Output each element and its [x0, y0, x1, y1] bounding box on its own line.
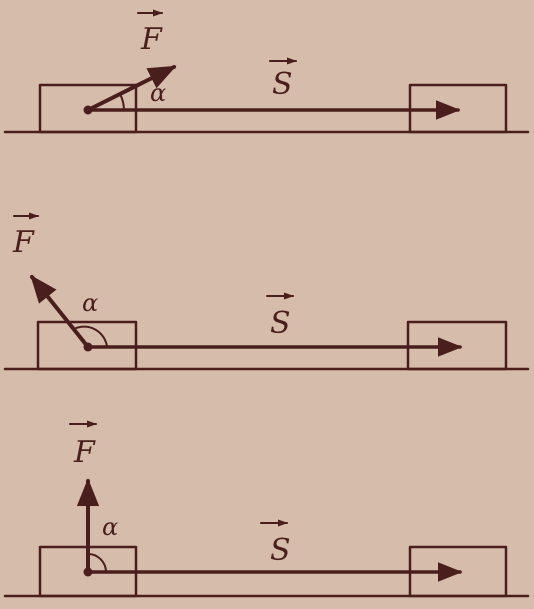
angle-arc	[119, 93, 125, 111]
displacement-label: S	[260, 519, 291, 568]
force-label: F	[12, 212, 39, 260]
displacement-letter: S	[270, 533, 291, 568]
angle-label: α	[82, 289, 98, 317]
angle-label: α	[150, 79, 166, 107]
panel-right-angle: F α S	[3, 420, 530, 598]
angle-arc	[73, 325, 108, 348]
force-label: F	[137, 9, 163, 57]
displacement-label: S	[266, 292, 294, 341]
application-point	[83, 567, 93, 577]
application-point	[83, 342, 93, 352]
force-letter: F	[73, 435, 96, 470]
displacement-label: S	[269, 57, 297, 102]
force-letter: F	[12, 225, 35, 260]
angle-label: α	[102, 513, 118, 541]
force-label: F	[69, 420, 97, 470]
angle-arc	[87, 553, 107, 573]
displacement-letter: S	[270, 306, 291, 341]
panel-acute-angle: F α S	[3, 9, 530, 134]
force-vector	[30, 274, 90, 349]
displacement-letter: S	[272, 67, 293, 102]
application-point	[83, 105, 93, 115]
panel-obtuse-angle: F α S	[3, 212, 530, 371]
force-letter: F	[140, 22, 163, 57]
force-vector	[86, 65, 177, 112]
